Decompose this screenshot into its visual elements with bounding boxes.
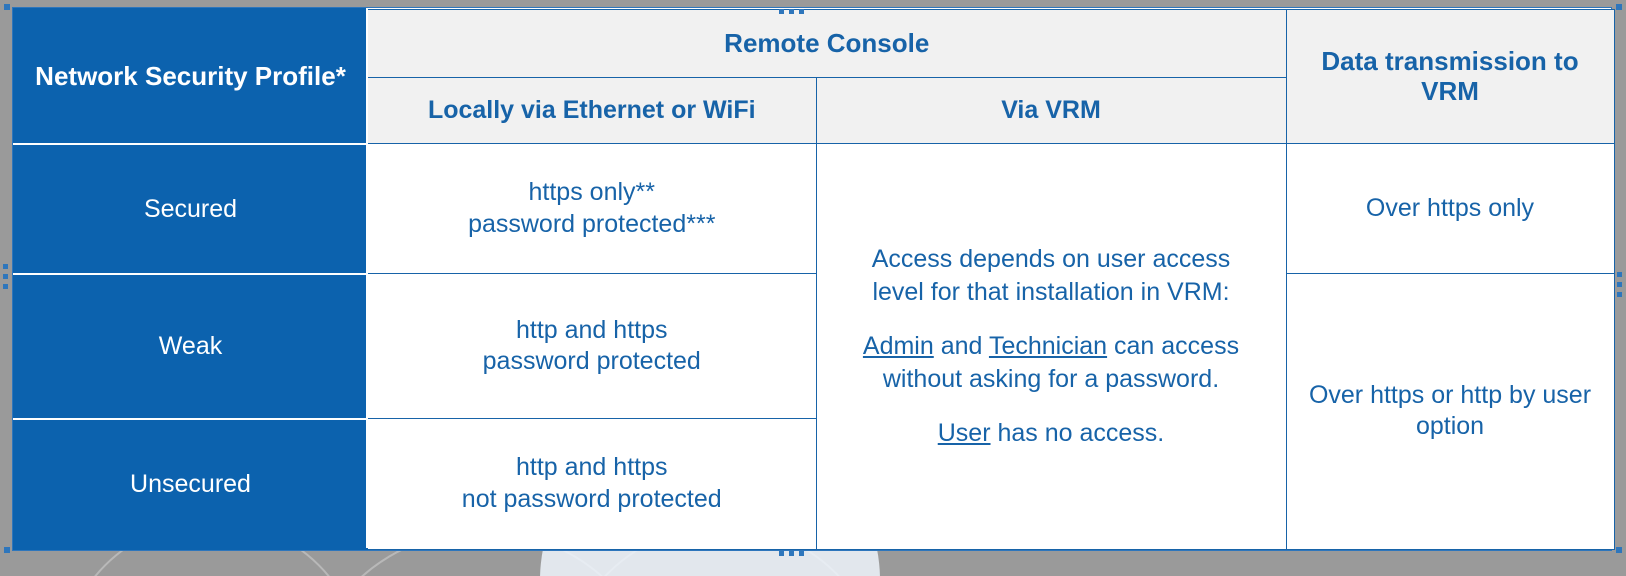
vrm-para2-tail: can access bbox=[1107, 332, 1240, 360]
local-access-line-2: password protected*** bbox=[468, 209, 716, 238]
header-cell-locally-via-ethernet-or-wifi[interactable]: Locally via Ethernet or WiFi bbox=[366, 76, 817, 145]
matrix-table: Network Security Profile* Remote Console… bbox=[13, 8, 1615, 551]
local-access-cell-weak[interactable]: http and https password protected bbox=[366, 273, 817, 420]
vrm-para1-line2: level for that installation in VRM: bbox=[872, 277, 1230, 306]
vrm-access-cell[interactable]: Access depends on user access level for … bbox=[815, 143, 1287, 550]
profile-cell-weak[interactable]: Weak bbox=[13, 272, 368, 420]
table-header-row-top: Network Security Profile* Remote Console… bbox=[13, 8, 1615, 145]
table-row-secured: Secured https only** password protected*… bbox=[13, 142, 1615, 550]
table-header-row-sub: Locally via Ethernet or WiFi Via VRM bbox=[14, 76, 1614, 145]
resize-handle-left[interactable] bbox=[3, 264, 8, 294]
vrm-conjunction: and bbox=[933, 332, 989, 360]
vrm-para2-line2: without asking for a password. bbox=[882, 364, 1220, 393]
local-access-cell-secured[interactable]: https only** password protected*** bbox=[366, 143, 817, 275]
profile-cell-secured[interactable]: Secured bbox=[13, 142, 368, 275]
data-transmission-cell-secured[interactable]: Over https only bbox=[1285, 143, 1615, 275]
local-access-cell-unsecured[interactable]: http and https not password protected bbox=[366, 418, 817, 550]
resize-handle-top-left[interactable] bbox=[4, 4, 10, 10]
resize-handle-right[interactable] bbox=[1617, 272, 1622, 302]
resize-handle-top-right[interactable] bbox=[1616, 4, 1622, 10]
vrm-role-admin: Admin bbox=[862, 332, 934, 360]
vrm-paragraph-gap bbox=[825, 395, 1278, 417]
local-access-line-1: https only** bbox=[528, 178, 655, 207]
vrm-role-technician: Technician bbox=[988, 332, 1108, 360]
resize-handle-bottom[interactable] bbox=[779, 551, 819, 556]
vrm-para3-tail: has no access. bbox=[990, 419, 1165, 447]
header-cell-network-security-profile[interactable]: Network Security Profile* bbox=[13, 8, 368, 145]
vrm-para1-line1: Access depends on user access bbox=[871, 245, 1231, 273]
local-access-line-2: password protected bbox=[482, 347, 701, 376]
vrm-paragraph-gap bbox=[825, 308, 1278, 330]
header-cell-remote-console[interactable]: Remote Console bbox=[366, 8, 1287, 78]
security-profile-table[interactable]: Network Security Profile* Remote Console… bbox=[12, 7, 1615, 551]
profile-cell-unsecured[interactable]: Unsecured bbox=[13, 417, 368, 551]
vrm-role-user: User bbox=[937, 419, 991, 447]
resize-handle-bottom-right[interactable] bbox=[1616, 547, 1622, 553]
local-access-line-1: http and https bbox=[515, 315, 668, 344]
table-row-weak: Weak http and https password protected O… bbox=[13, 272, 1615, 550]
local-access-line-2: not password protected bbox=[461, 484, 722, 513]
table-row-unsecured: Unsecured http and https not password pr… bbox=[13, 417, 1614, 551]
local-access-line-1: http and https bbox=[515, 453, 668, 482]
header-cell-data-transmission-to-vrm[interactable]: Data transmission to VRM bbox=[1285, 8, 1615, 145]
data-transmission-cell-weak-unsecured[interactable]: Over https or http by user option bbox=[1285, 273, 1615, 550]
resize-handle-bottom-left[interactable] bbox=[4, 547, 10, 553]
header-cell-via-vrm[interactable]: Via VRM bbox=[815, 76, 1287, 145]
